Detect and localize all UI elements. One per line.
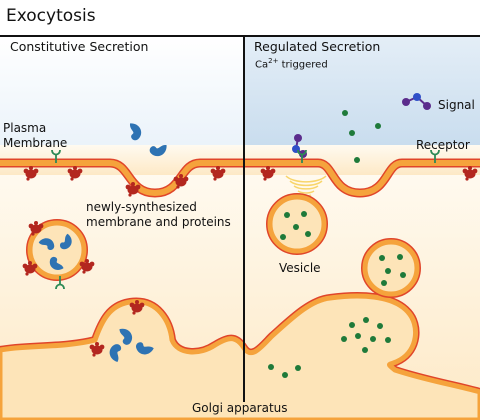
regulated-heading: Regulated Secretion	[254, 39, 381, 54]
cargo-label-line2: membrane and proteins	[86, 215, 231, 229]
plasma-membrane-label-line1: Plasma	[3, 121, 47, 135]
regulated-vesicle-storage	[361, 238, 421, 298]
calcium-trigger-label: Ca2+ triggered	[255, 57, 328, 71]
constitutive-vesicle	[26, 219, 88, 281]
plasma-membrane-label-line2: Membrane	[3, 136, 68, 150]
secretory-granules	[268, 110, 406, 378]
constitutive-heading: Constitutive Secretion	[10, 39, 149, 54]
cargo-label-line1: newly-synthesized	[86, 200, 197, 214]
regulated-vesicle-docking	[266, 193, 328, 255]
vesicle-label: Vesicle	[279, 261, 321, 275]
receptor-label: Receptor	[416, 138, 470, 152]
signal-label: Signal	[438, 98, 475, 112]
page-title: Exocytosis	[6, 6, 96, 26]
golgi-label: Golgi apparatus	[192, 401, 288, 415]
